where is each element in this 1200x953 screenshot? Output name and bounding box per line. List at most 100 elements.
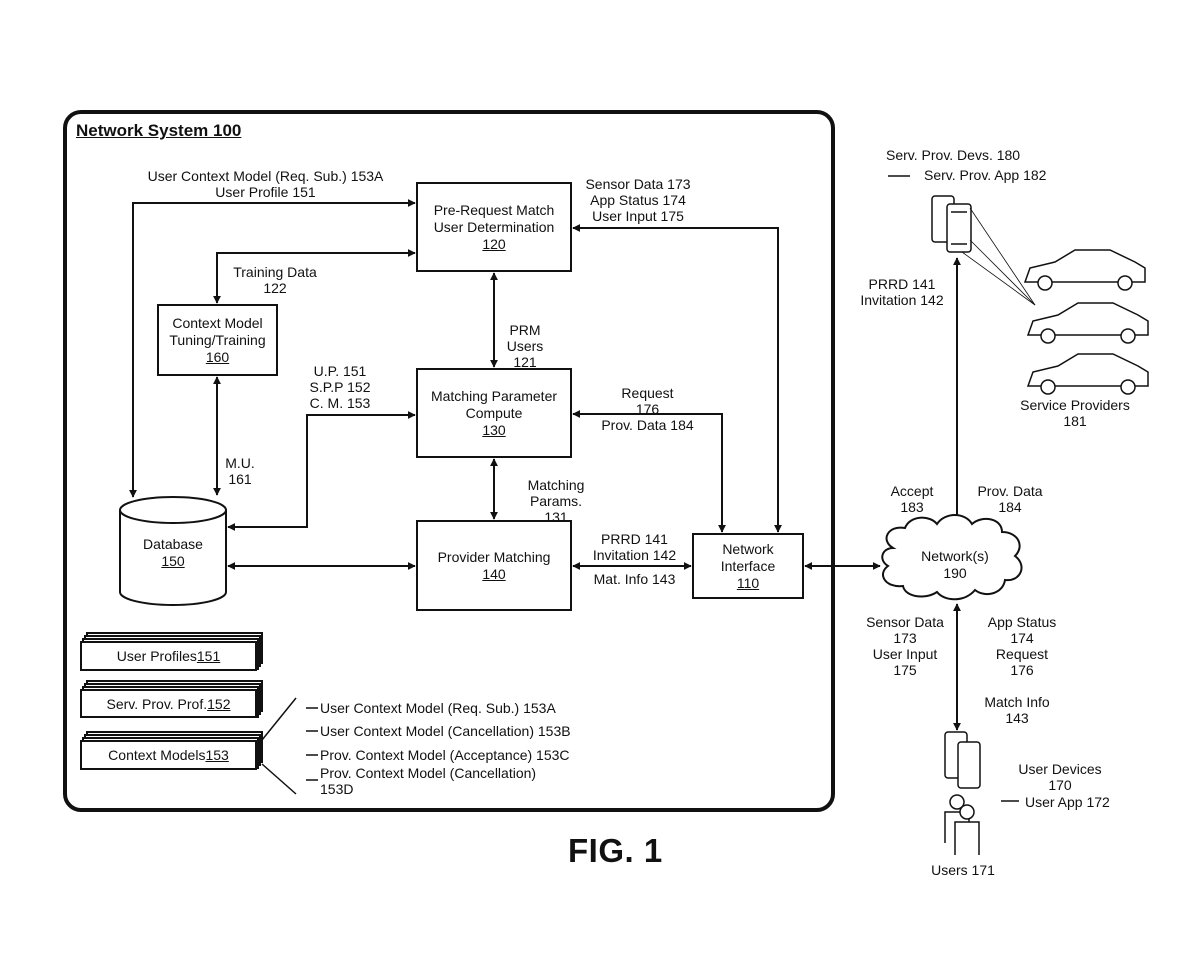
- stack-context-models: [80, 731, 263, 770]
- user-devices-label: User Devices 170: [1010, 761, 1110, 793]
- context-model-153b: User Context Model (Cancellation) 153B: [320, 723, 571, 739]
- label-line: 184: [998, 499, 1022, 515]
- label-line: Sensor Data 173: [585, 176, 691, 192]
- provider-devices-label: Serv. Prov. Devs. 180: [886, 147, 1021, 163]
- label-line: PRRD 141: [868, 276, 936, 292]
- context-model-153d-line2: 153D: [320, 781, 354, 797]
- stack-user-profiles-label: User Profiles 151: [81, 642, 256, 670]
- label-prrd-right: PRRD 141 Invitation 142: [852, 276, 952, 308]
- prm-box-label: Pre-Request Match User Determination 120: [417, 183, 571, 271]
- mpc-box-label: Matching Parameter Compute 130: [417, 369, 571, 457]
- network-line1: Network(s): [921, 548, 989, 564]
- stack-ref: 153: [205, 747, 229, 763]
- label-line: 170: [1048, 777, 1072, 793]
- label-line: 161: [228, 471, 252, 487]
- network-label: Network(s) 190: [900, 540, 1010, 590]
- network-cloud[interactable]: [881, 514, 1023, 601]
- label-line: U.P. 151: [313, 363, 367, 379]
- car-icon: [1026, 302, 1149, 344]
- context-model-153a: User Context Model (Req. Sub.) 153A: [320, 700, 556, 716]
- label-line: Training Data: [233, 264, 317, 280]
- label-line: PRM: [509, 322, 541, 338]
- mpc-ref: 130: [482, 421, 506, 438]
- stack-label: User Profiles: [116, 648, 197, 664]
- label-line: Sensor Data: [866, 614, 944, 630]
- prm-line1: Pre-Request Match: [433, 201, 555, 218]
- pm-line1: Provider Matching: [437, 548, 551, 565]
- db-label: Database 150: [120, 530, 226, 576]
- label-line: Params.: [529, 493, 583, 509]
- label-line: 173: [893, 630, 917, 646]
- label-line: Prov. Data: [977, 483, 1043, 499]
- label-line: App Status 174: [590, 192, 686, 208]
- label-line: App Status: [987, 614, 1057, 630]
- prm-ref: 120: [482, 235, 506, 252]
- label-sensor-top: Sensor Data 173 App Status 174 User Inpu…: [578, 176, 698, 224]
- ni-box[interactable]: [692, 533, 804, 599]
- edge-up-spp-cm: [227, 411, 416, 531]
- label-line: 174: [1010, 630, 1034, 646]
- label-line: 121: [513, 354, 537, 370]
- label-line: 181: [1063, 413, 1087, 429]
- label-line: 131: [544, 509, 568, 525]
- label-line: S.P.P 152: [309, 379, 371, 395]
- network-ref: 190: [943, 565, 967, 581]
- provider-devices-icon: [931, 195, 1036, 306]
- label-sensor-user: Sensor Data 173 User Input 175: [865, 614, 945, 678]
- label-line: Accept: [890, 483, 934, 499]
- stack-label: Serv. Prov. Prof.: [106, 695, 208, 712]
- prm-box[interactable]: [416, 182, 572, 272]
- pm-box-label: Provider Matching 140: [417, 521, 571, 610]
- users-icon: [944, 794, 980, 855]
- provider-app-label: Serv. Prov. App 182: [924, 167, 1047, 183]
- cmt-line2: Tuning/Training: [169, 331, 266, 348]
- label-line: Match Info: [984, 694, 1050, 710]
- cmt-box-label: Context Model Tuning/Training 160: [158, 305, 277, 375]
- network-system-boundary: [63, 110, 835, 812]
- edge-ni-prm: [572, 224, 782, 533]
- user-devices-icon: [944, 731, 981, 789]
- label-line: Users: [506, 338, 544, 354]
- label-ucm-top: User Context Model (Req. Sub.) 153A User…: [138, 168, 393, 200]
- ni-ref: 110: [736, 574, 760, 591]
- users-label: Users 171: [931, 862, 995, 878]
- pm-ref: 140: [482, 565, 506, 582]
- label-prov-data: Prov. Data 184: [970, 483, 1050, 515]
- stack-ref: 151: [196, 648, 221, 664]
- db-line1: Database: [143, 536, 203, 552]
- label-line: User Devices: [1018, 761, 1102, 777]
- mpc-box[interactable]: [416, 368, 572, 458]
- label-app-request: App Status 174 Request 176: [982, 614, 1062, 678]
- car-icon: [1026, 353, 1149, 395]
- system-title: Network System 100: [76, 121, 242, 140]
- label-line: Service Providers: [1020, 397, 1130, 413]
- context-model-153d-line1: Prov. Context Model (Cancellation): [320, 765, 537, 781]
- label-matching-params: Matching Params. 131: [516, 477, 596, 525]
- car-icon: [1023, 249, 1146, 291]
- label-line: 175: [893, 662, 917, 678]
- label-line: M.U.: [225, 455, 255, 471]
- mpc-line2: Compute: [465, 404, 523, 421]
- label-prrd-invitation: PRRD 141 Invitation 142: [582, 531, 687, 563]
- edge-db-prm: [129, 199, 416, 498]
- pm-box[interactable]: [416, 520, 572, 611]
- label-line: Request: [995, 646, 1049, 662]
- label-line: User Profile 151: [215, 184, 316, 200]
- stack-serv-prov-prof-label: Serv. Prov. Prof. 152: [81, 690, 256, 717]
- label-mat-info: Mat. Info 143: [593, 571, 676, 587]
- label-line: 122: [263, 280, 287, 296]
- database-cylinder[interactable]: [119, 496, 227, 606]
- label-up-spp-cm: U.P. 151 S.P.P 152 C. M. 153: [300, 363, 380, 411]
- figure-caption: FIG. 1: [568, 832, 663, 869]
- prm-line2: User Determination: [433, 218, 555, 235]
- label-accept: Accept 183: [880, 483, 944, 515]
- ni-line1: Network: [722, 540, 774, 557]
- label-line: Request: [621, 385, 674, 401]
- stack-context-models-label: Context Models 153: [81, 741, 256, 769]
- label-line: Prov. Data 184: [601, 417, 694, 433]
- context-model-153d: Prov. Context Model (Cancellation) 153D: [320, 765, 536, 797]
- label-prm-users: PRM Users 121: [500, 322, 550, 370]
- label-line: 176: [1010, 662, 1034, 678]
- cmt-line1: Context Model: [172, 314, 263, 331]
